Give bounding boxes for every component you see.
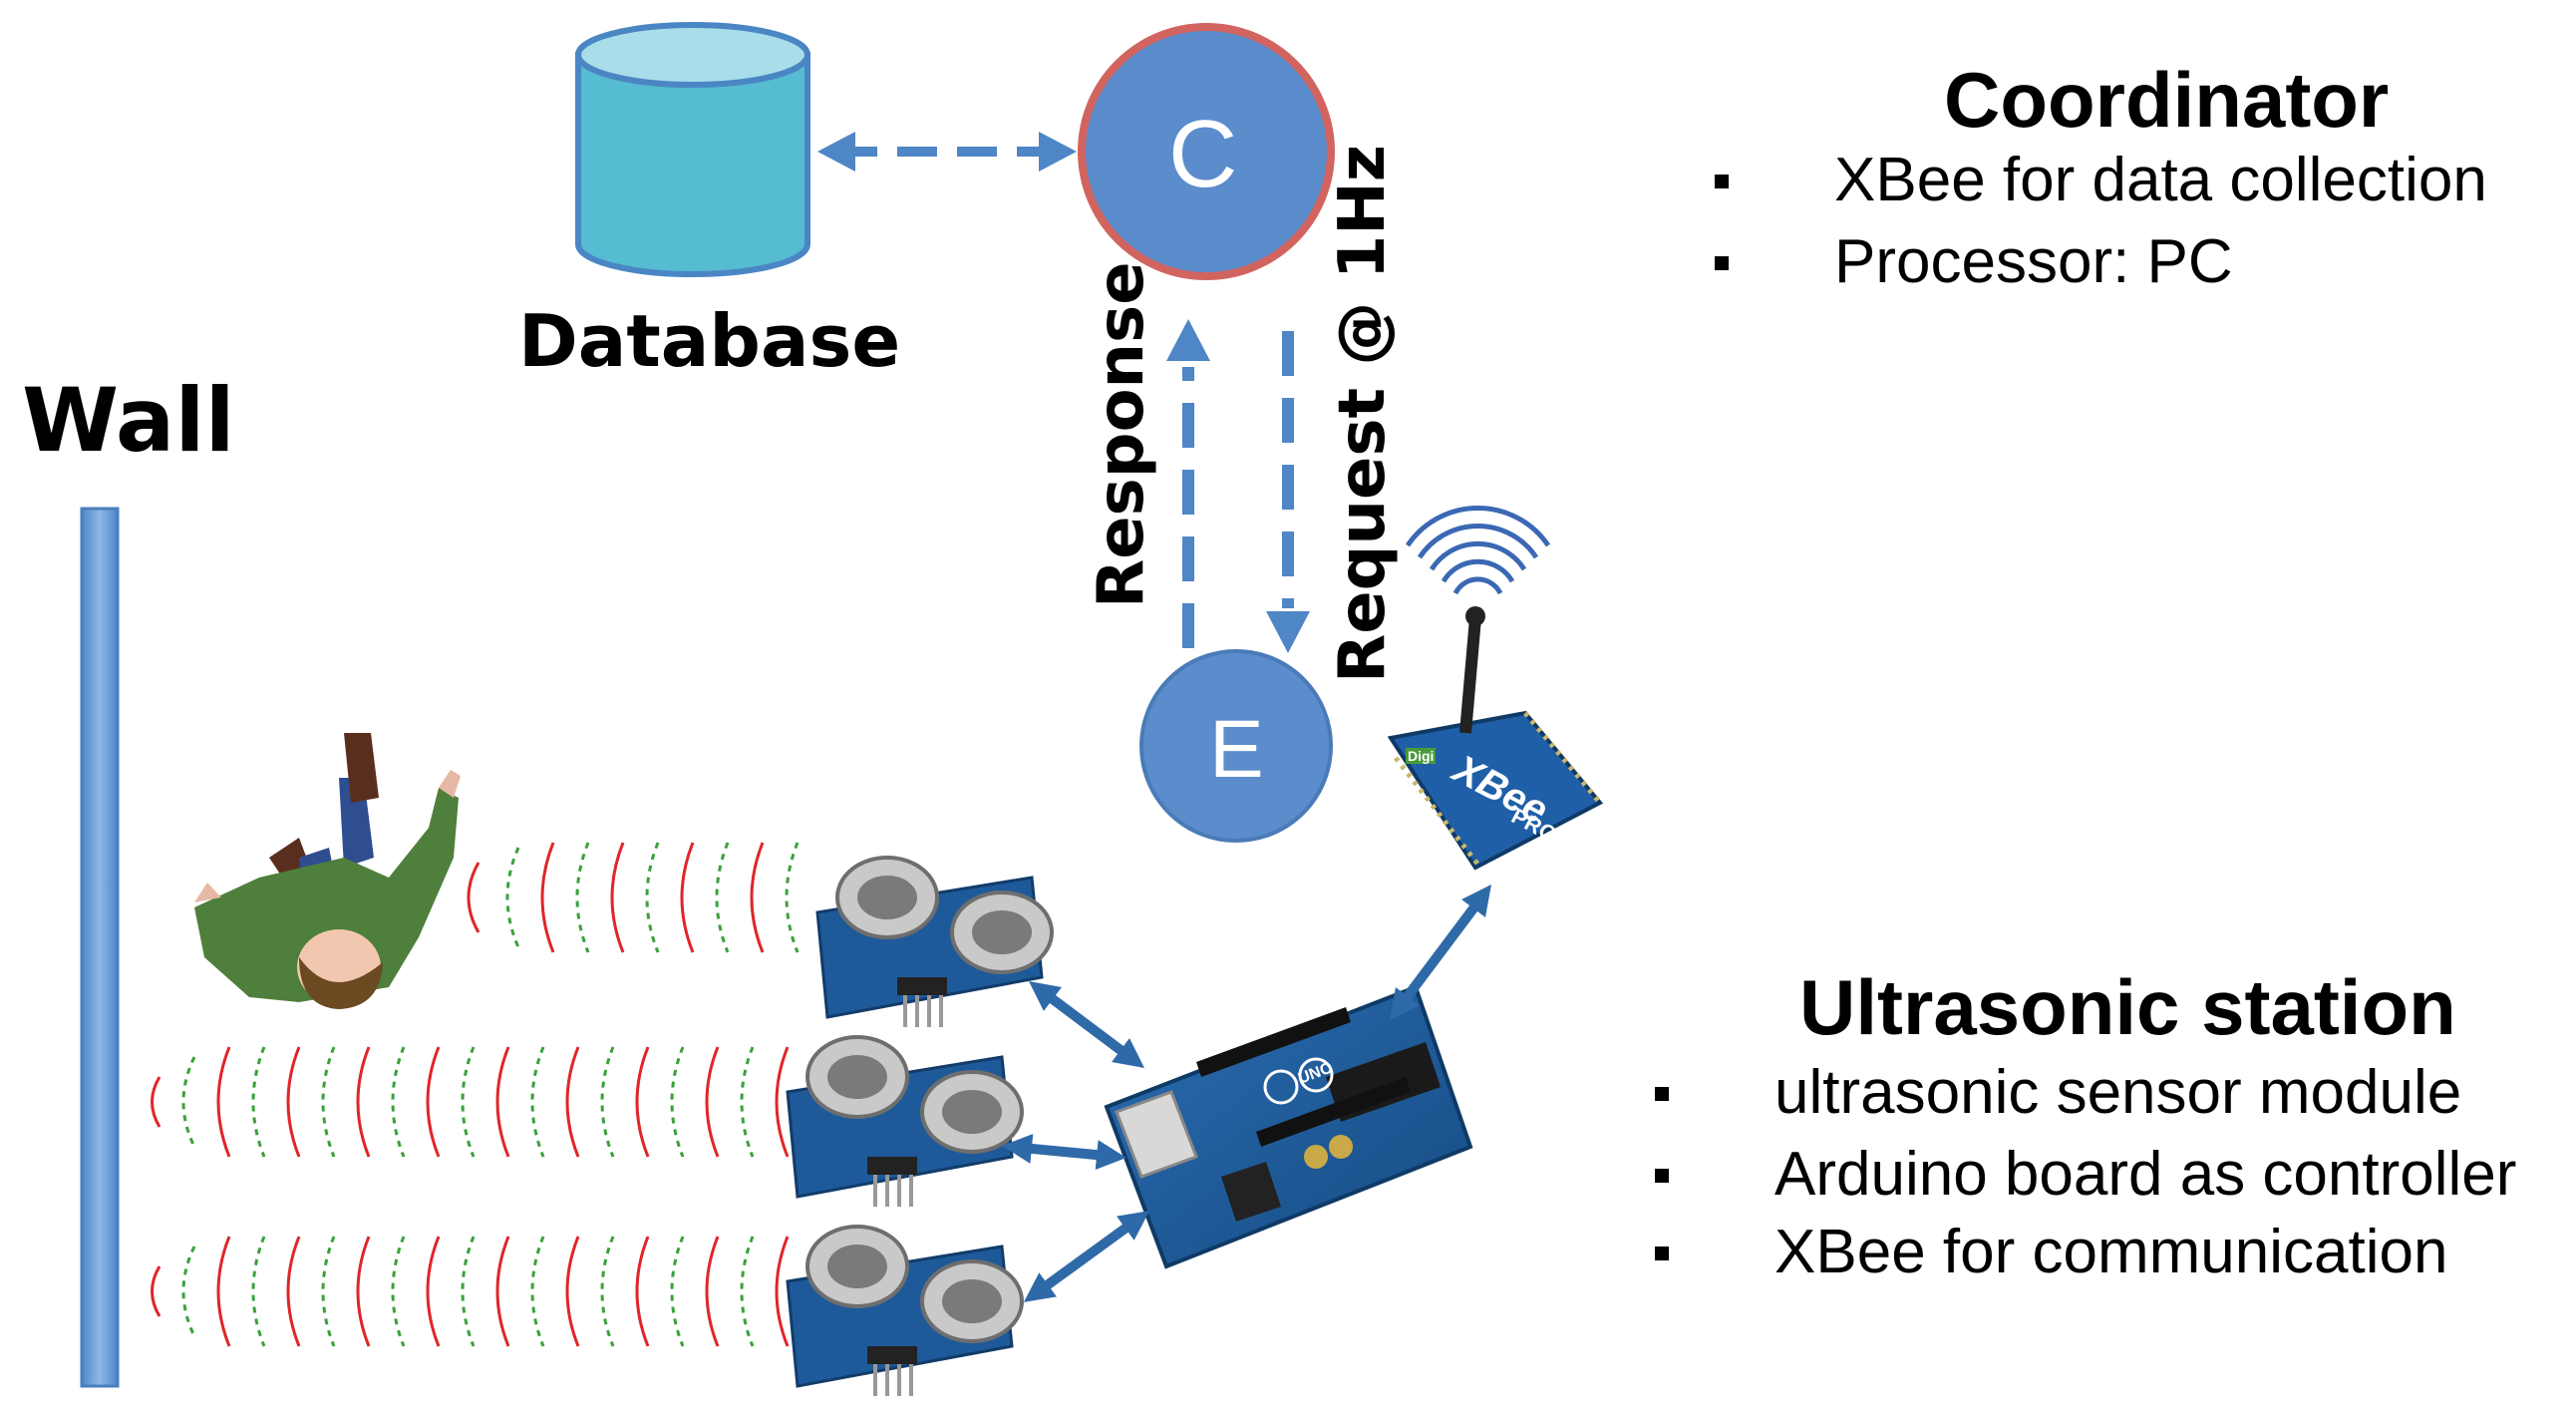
database-icon <box>575 22 810 277</box>
database-coordinator-link <box>817 132 1077 172</box>
request-label: Request @ 1Hz <box>1326 144 1400 683</box>
arduino-board-icon <box>1104 984 1473 1269</box>
ultrasonic-sensor-icon <box>786 1225 1024 1396</box>
response-label: Response <box>1085 261 1158 608</box>
sensor3-arduino-link <box>1023 1211 1150 1302</box>
station-title: Ultrasonic station <box>1799 963 2456 1051</box>
sensor2-arduino-link <box>1002 1133 1127 1171</box>
bullet-icon <box>1655 1246 1669 1260</box>
ultrasonic-sensor-icon <box>786 1035 1024 1207</box>
coordinator-item-1: XBee for data collection <box>1834 146 2487 214</box>
station-item-3: XBee for communication <box>1774 1218 2448 1286</box>
wave-row-2 <box>151 1046 790 1158</box>
wall-label: Wall <box>22 369 235 472</box>
sensor1-arduino-link <box>1029 981 1144 1068</box>
person-icon <box>194 733 461 1009</box>
coordinator-node <box>1078 23 1335 280</box>
coordinator-node-label: C <box>1168 101 1238 207</box>
arduino-xbee-link <box>1390 885 1491 1020</box>
request-arrow <box>1266 331 1310 653</box>
xbee-module-icon <box>1387 606 1604 871</box>
endpoint-node <box>1139 649 1333 843</box>
wave-row-1 <box>467 842 800 953</box>
station-item-2: Arduino board as controller <box>1774 1140 2517 1209</box>
coordinator-title: Coordinator <box>1944 56 2390 144</box>
xbee-logo-label: Digi <box>1408 748 1435 764</box>
bullet-icon <box>1715 256 1729 270</box>
bullet-icon <box>1655 1087 1669 1101</box>
wireless-signal-icon <box>1405 505 1551 595</box>
coordinator-item-2: Processor: PC <box>1834 227 2233 296</box>
wall-icon <box>80 507 120 1388</box>
bullet-icon <box>1655 1169 1669 1183</box>
station-item-1: ultrasonic sensor module <box>1774 1058 2462 1127</box>
bullet-icon <box>1715 175 1729 188</box>
database-label: Database <box>518 299 901 383</box>
endpoint-node-label: E <box>1209 704 1264 795</box>
ultrasonic-sensor-icon <box>815 856 1054 1027</box>
response-arrow <box>1166 319 1210 648</box>
wave-row-3 <box>151 1236 790 1347</box>
